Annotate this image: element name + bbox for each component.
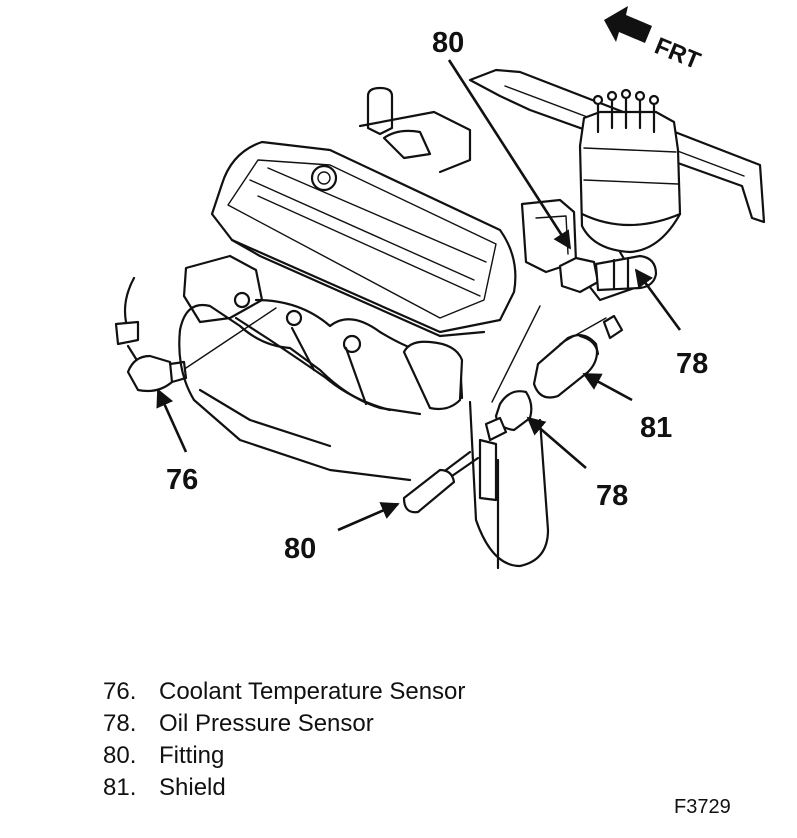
- fitting: [402, 450, 480, 514]
- front-direction-label: FRT: [651, 33, 705, 76]
- legend-item: 80. Fitting: [103, 740, 465, 772]
- legend-item: 76. Coolant Temperature Sensor: [103, 676, 465, 708]
- legend-item-number: 78.: [103, 710, 137, 737]
- legend-item-number: 81.: [103, 774, 137, 801]
- callout-oil-pressure-sensor-upper: 78: [676, 348, 708, 380]
- legend-item-label: Oil Pressure Sensor: [159, 710, 374, 737]
- legend-item-label: Fitting: [159, 742, 225, 769]
- engine-illustration: [178, 68, 766, 570]
- callout-fitting-lower: 80: [284, 533, 316, 565]
- shield: [532, 333, 600, 399]
- coolant-temperature-sensor: [114, 276, 277, 393]
- legend-item-label: Coolant Temperature Sensor: [159, 678, 466, 705]
- legend-item-number: 76.: [103, 678, 137, 705]
- oil-pressure-sensor-lower: [484, 390, 533, 442]
- legend-item-label: Shield: [159, 774, 226, 801]
- callout-coolant-temperature-sensor: 76: [166, 464, 198, 496]
- legend-item: 78. Oil Pressure Sensor: [103, 708, 465, 740]
- legend-item: 81. Shield: [103, 772, 465, 804]
- callout-leaders: [156, 59, 682, 532]
- front-direction-arrow-icon: [604, 6, 652, 43]
- callout-fitting-upper: 80: [432, 27, 464, 59]
- legend-item-number: 80.: [103, 742, 137, 769]
- figure-code: F3729: [674, 796, 731, 818]
- legend: 76. Coolant Temperature Sensor 78. Oil P…: [103, 676, 465, 804]
- callout-oil-pressure-sensor-lower: 78: [596, 480, 628, 512]
- callout-shield: 81: [640, 412, 672, 444]
